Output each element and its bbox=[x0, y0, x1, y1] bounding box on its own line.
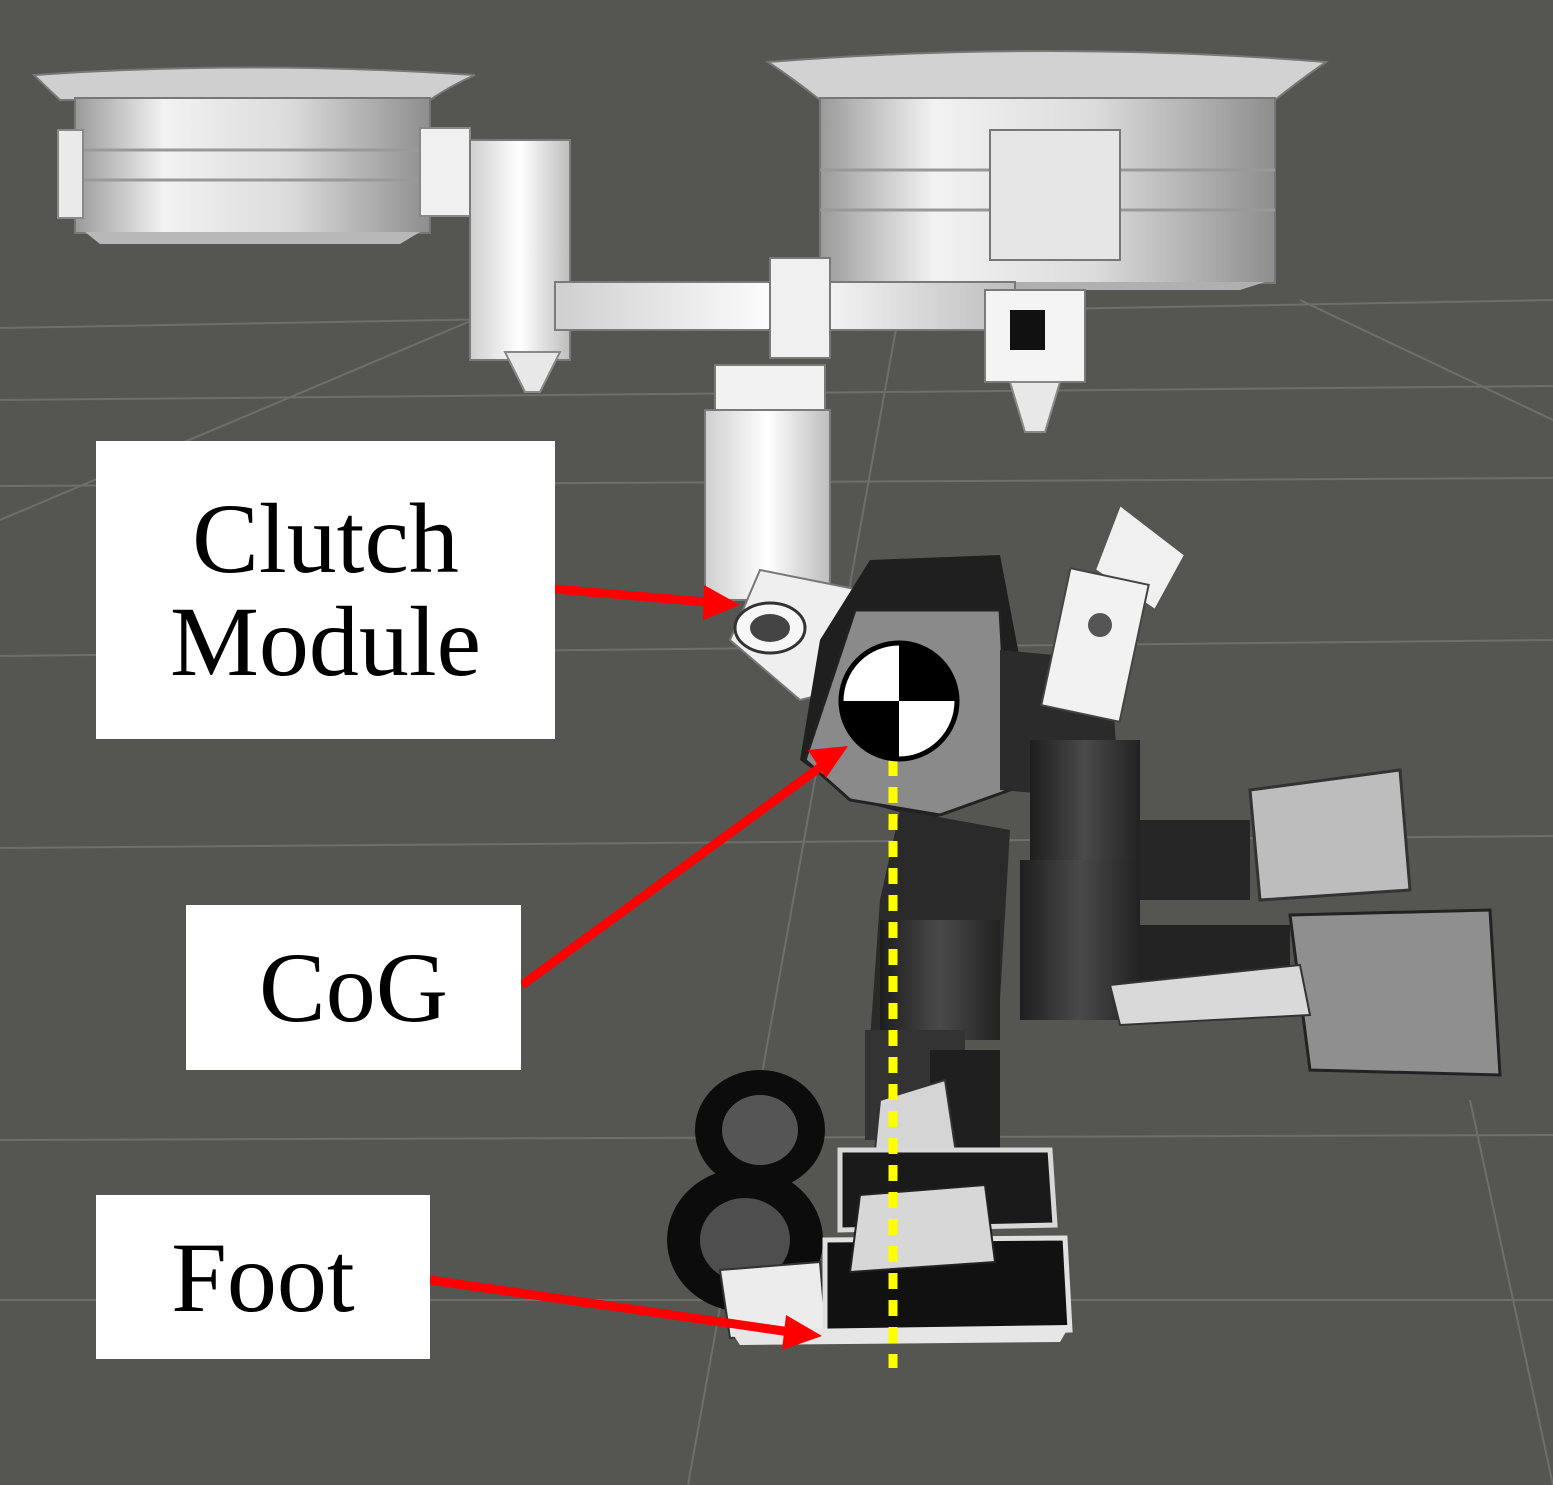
foot-label: Foot bbox=[96, 1195, 430, 1359]
clutch-module-label: Clutch Module bbox=[96, 441, 555, 739]
upper-arm bbox=[1040, 503, 1187, 723]
clutch-module-label-line1: Clutch bbox=[192, 483, 459, 594]
upper-frame bbox=[469, 139, 1086, 601]
cog-arrow-icon bbox=[519, 746, 848, 989]
legs bbox=[865, 810, 1010, 1202]
cog-label: CoG bbox=[186, 905, 521, 1070]
foot-label-text: Foot bbox=[171, 1221, 355, 1333]
clutch-arrow-icon bbox=[554, 584, 740, 620]
lower-arms bbox=[1020, 740, 1502, 1077]
left-drum bbox=[31, 66, 476, 244]
foot-arrow-icon bbox=[429, 1275, 822, 1350]
cog-marker-icon bbox=[838, 640, 960, 762]
cog-label-text: CoG bbox=[259, 932, 448, 1043]
clutch-module-label-line2: Module bbox=[169, 586, 482, 697]
right-drum bbox=[765, 50, 1329, 290]
